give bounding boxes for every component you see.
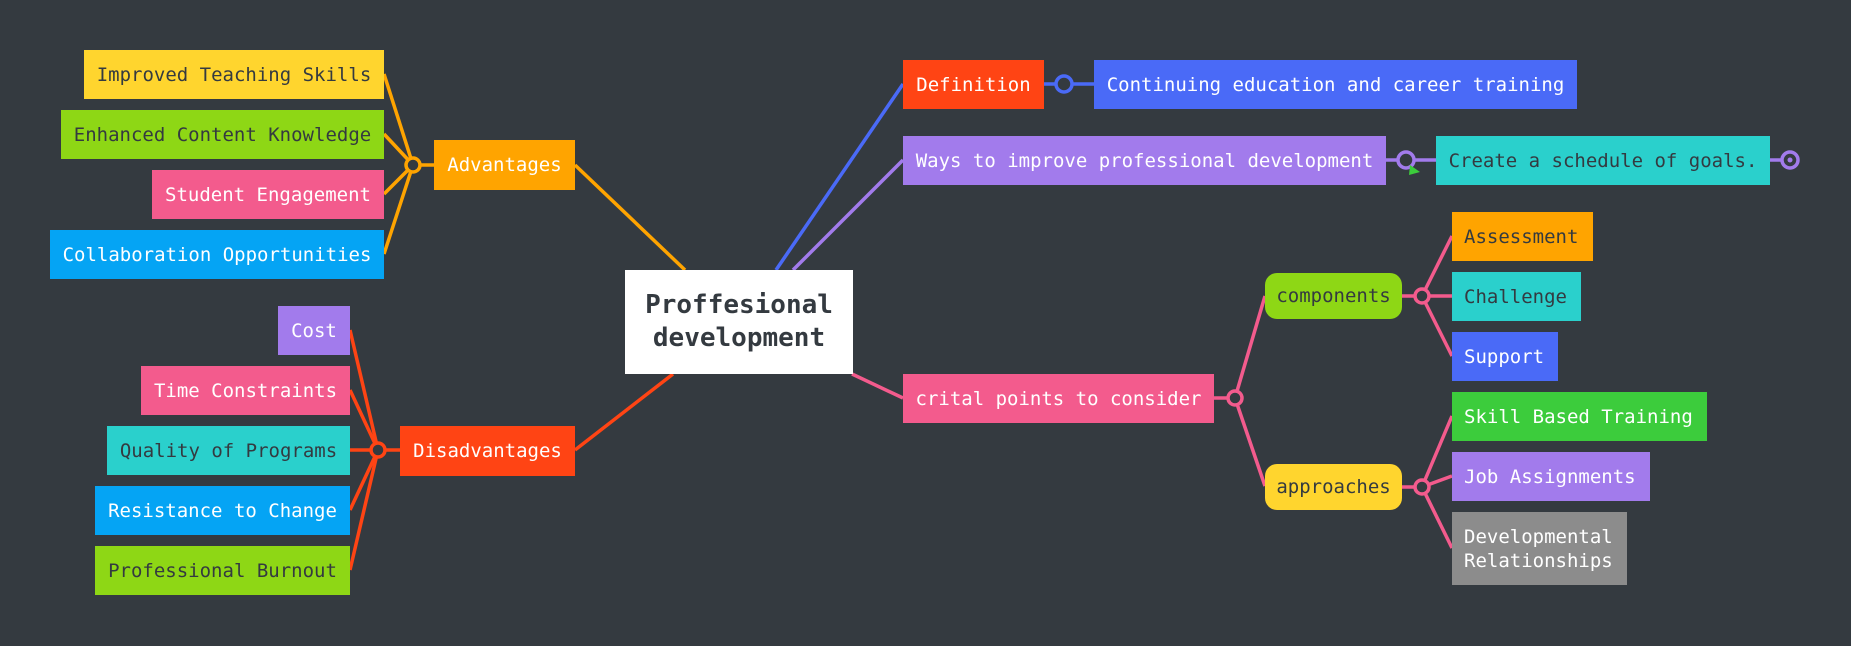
component-item[interactable]: Assessment — [1452, 212, 1593, 261]
component-item[interactable]: Challenge — [1452, 272, 1581, 321]
approach-item[interactable]: Skill Based Training — [1452, 392, 1707, 441]
advantages-topic[interactable]: Advantages — [434, 140, 575, 190]
components-topic[interactable]: components — [1265, 273, 1402, 319]
disadvantage-item[interactable]: Quality of Programs — [107, 426, 350, 475]
disadvantage-item[interactable]: Time Constraints — [141, 366, 350, 415]
advantage-item[interactable]: Collaboration Opportunities — [50, 230, 384, 279]
root-topic[interactable]: Proffesional development — [625, 270, 853, 374]
ways-topic[interactable]: Ways to improve professional development — [903, 136, 1386, 185]
definition-topic[interactable]: Definition — [903, 60, 1044, 109]
advantage-item[interactable]: Enhanced Content Knowledge — [61, 110, 384, 159]
critical-points-topic[interactable]: crital points to consider — [903, 374, 1214, 423]
component-item[interactable]: Support — [1452, 332, 1558, 381]
approach-item[interactable]: Job Assignments — [1452, 452, 1650, 501]
advantage-item[interactable]: Student Engagement — [152, 170, 384, 219]
disadvantage-item[interactable]: Professional Burnout — [95, 546, 350, 595]
approach-item[interactable]: Developmental Relationships — [1452, 512, 1627, 585]
advantage-item[interactable]: Improved Teaching Skills — [84, 50, 384, 99]
ways-detail[interactable]: Create a schedule of goals. — [1436, 136, 1770, 185]
definition-detail[interactable]: Continuing education and career training — [1094, 60, 1577, 109]
disadvantage-item[interactable]: Resistance to Change — [95, 486, 350, 535]
approaches-topic[interactable]: approaches — [1265, 464, 1402, 510]
disadvantage-item[interactable]: Cost — [278, 306, 350, 355]
disadvantages-topic[interactable]: Disadvantages — [400, 426, 575, 476]
